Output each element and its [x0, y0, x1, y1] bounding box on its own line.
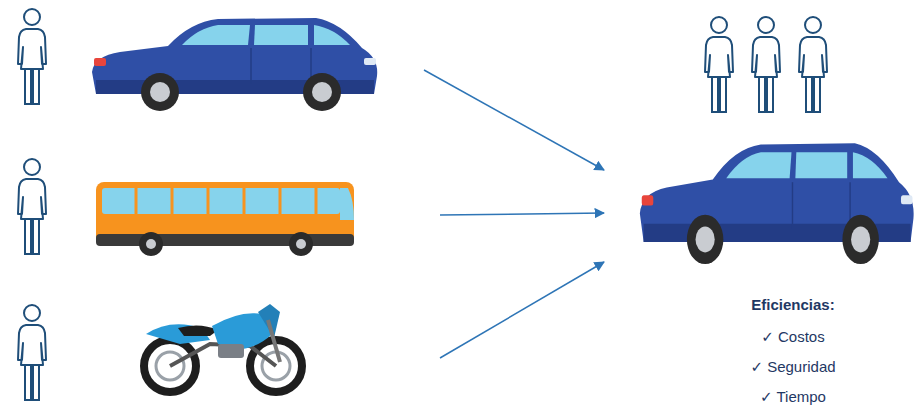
- bus-windows: [102, 188, 340, 214]
- bus-rim: [146, 239, 156, 249]
- flow-arrow: [440, 213, 604, 215]
- divider: [171, 188, 174, 214]
- motorcycle-illustration: [144, 304, 302, 392]
- bus-illustration: [96, 182, 354, 256]
- divider: [207, 188, 210, 214]
- person-icon: [18, 159, 46, 254]
- person-icon: [799, 17, 827, 112]
- benefit-item: ✓ Costos: [683, 327, 903, 347]
- bus-wheel: [139, 232, 163, 256]
- shared-car: [640, 143, 914, 264]
- bus-rim: [296, 239, 306, 249]
- moto-engine: [218, 344, 244, 358]
- moto-fork: [268, 320, 280, 362]
- flow-arrow: [424, 70, 604, 170]
- divider: [135, 188, 138, 214]
- moto-frame: [170, 344, 276, 366]
- flow-arrow: [440, 262, 604, 358]
- window-dividers: [136, 188, 316, 214]
- bus-body: [96, 182, 354, 246]
- heading-text: Eficiencias:: [683, 295, 903, 315]
- person-icon: [752, 17, 780, 112]
- car-illustration: [640, 143, 914, 264]
- benefit-item: ✓ Seguridad: [683, 357, 903, 377]
- flow-arrows: [424, 70, 604, 358]
- person-icon: [705, 17, 733, 112]
- bus-bumper: [96, 234, 354, 246]
- moto-seat: [178, 325, 218, 336]
- person-icon: [18, 9, 46, 104]
- divider: [279, 188, 282, 214]
- divider: [243, 188, 246, 214]
- car-illustration: [92, 18, 377, 111]
- bus-windshield: [340, 188, 354, 220]
- person-icon: [18, 305, 46, 400]
- bus-wheel: [289, 232, 313, 256]
- benefit-item: ✓ Tiempo: [683, 387, 903, 407]
- divider: [315, 188, 318, 214]
